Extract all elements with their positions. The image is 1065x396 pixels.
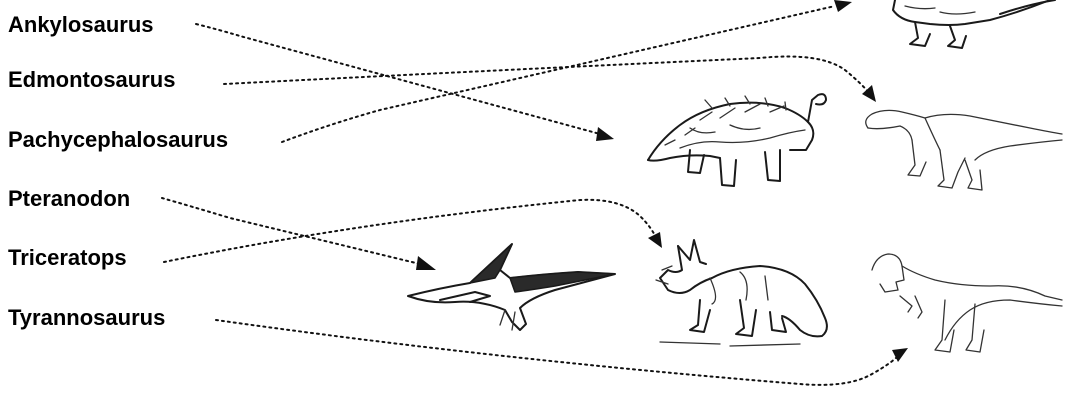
- connector-pachycephalosaurus: [281, 0, 852, 143]
- ankylosaurus-drawing: [647, 93, 827, 187]
- connector-edmontosaurus: [223, 55, 876, 102]
- pachycephalosaurus-drawing: [892, 0, 1056, 49]
- pteranodon-drawing: [407, 243, 616, 331]
- tyrannosaurus-drawing: [871, 253, 1063, 353]
- triceratops-drawing: [655, 239, 828, 347]
- label-tyrannosaurus: Tyrannosaurus: [8, 305, 166, 330]
- label-pachycephalosaurus: Pachycephalosaurus: [8, 127, 229, 152]
- label-ankylosaurus: Ankylosaurus: [8, 12, 154, 37]
- label-triceratops: Triceratops: [8, 245, 127, 270]
- connector-pteranodon: [161, 197, 436, 270]
- label-edmontosaurus: Edmontosaurus: [8, 67, 176, 92]
- connector-triceratops: [163, 198, 662, 263]
- edmontosaurus-drawing: [865, 109, 1063, 191]
- label-pteranodon: Pteranodon: [8, 186, 131, 211]
- connector-ankylosaurus: [195, 23, 614, 141]
- connector-tyrannosaurus: [215, 319, 908, 386]
